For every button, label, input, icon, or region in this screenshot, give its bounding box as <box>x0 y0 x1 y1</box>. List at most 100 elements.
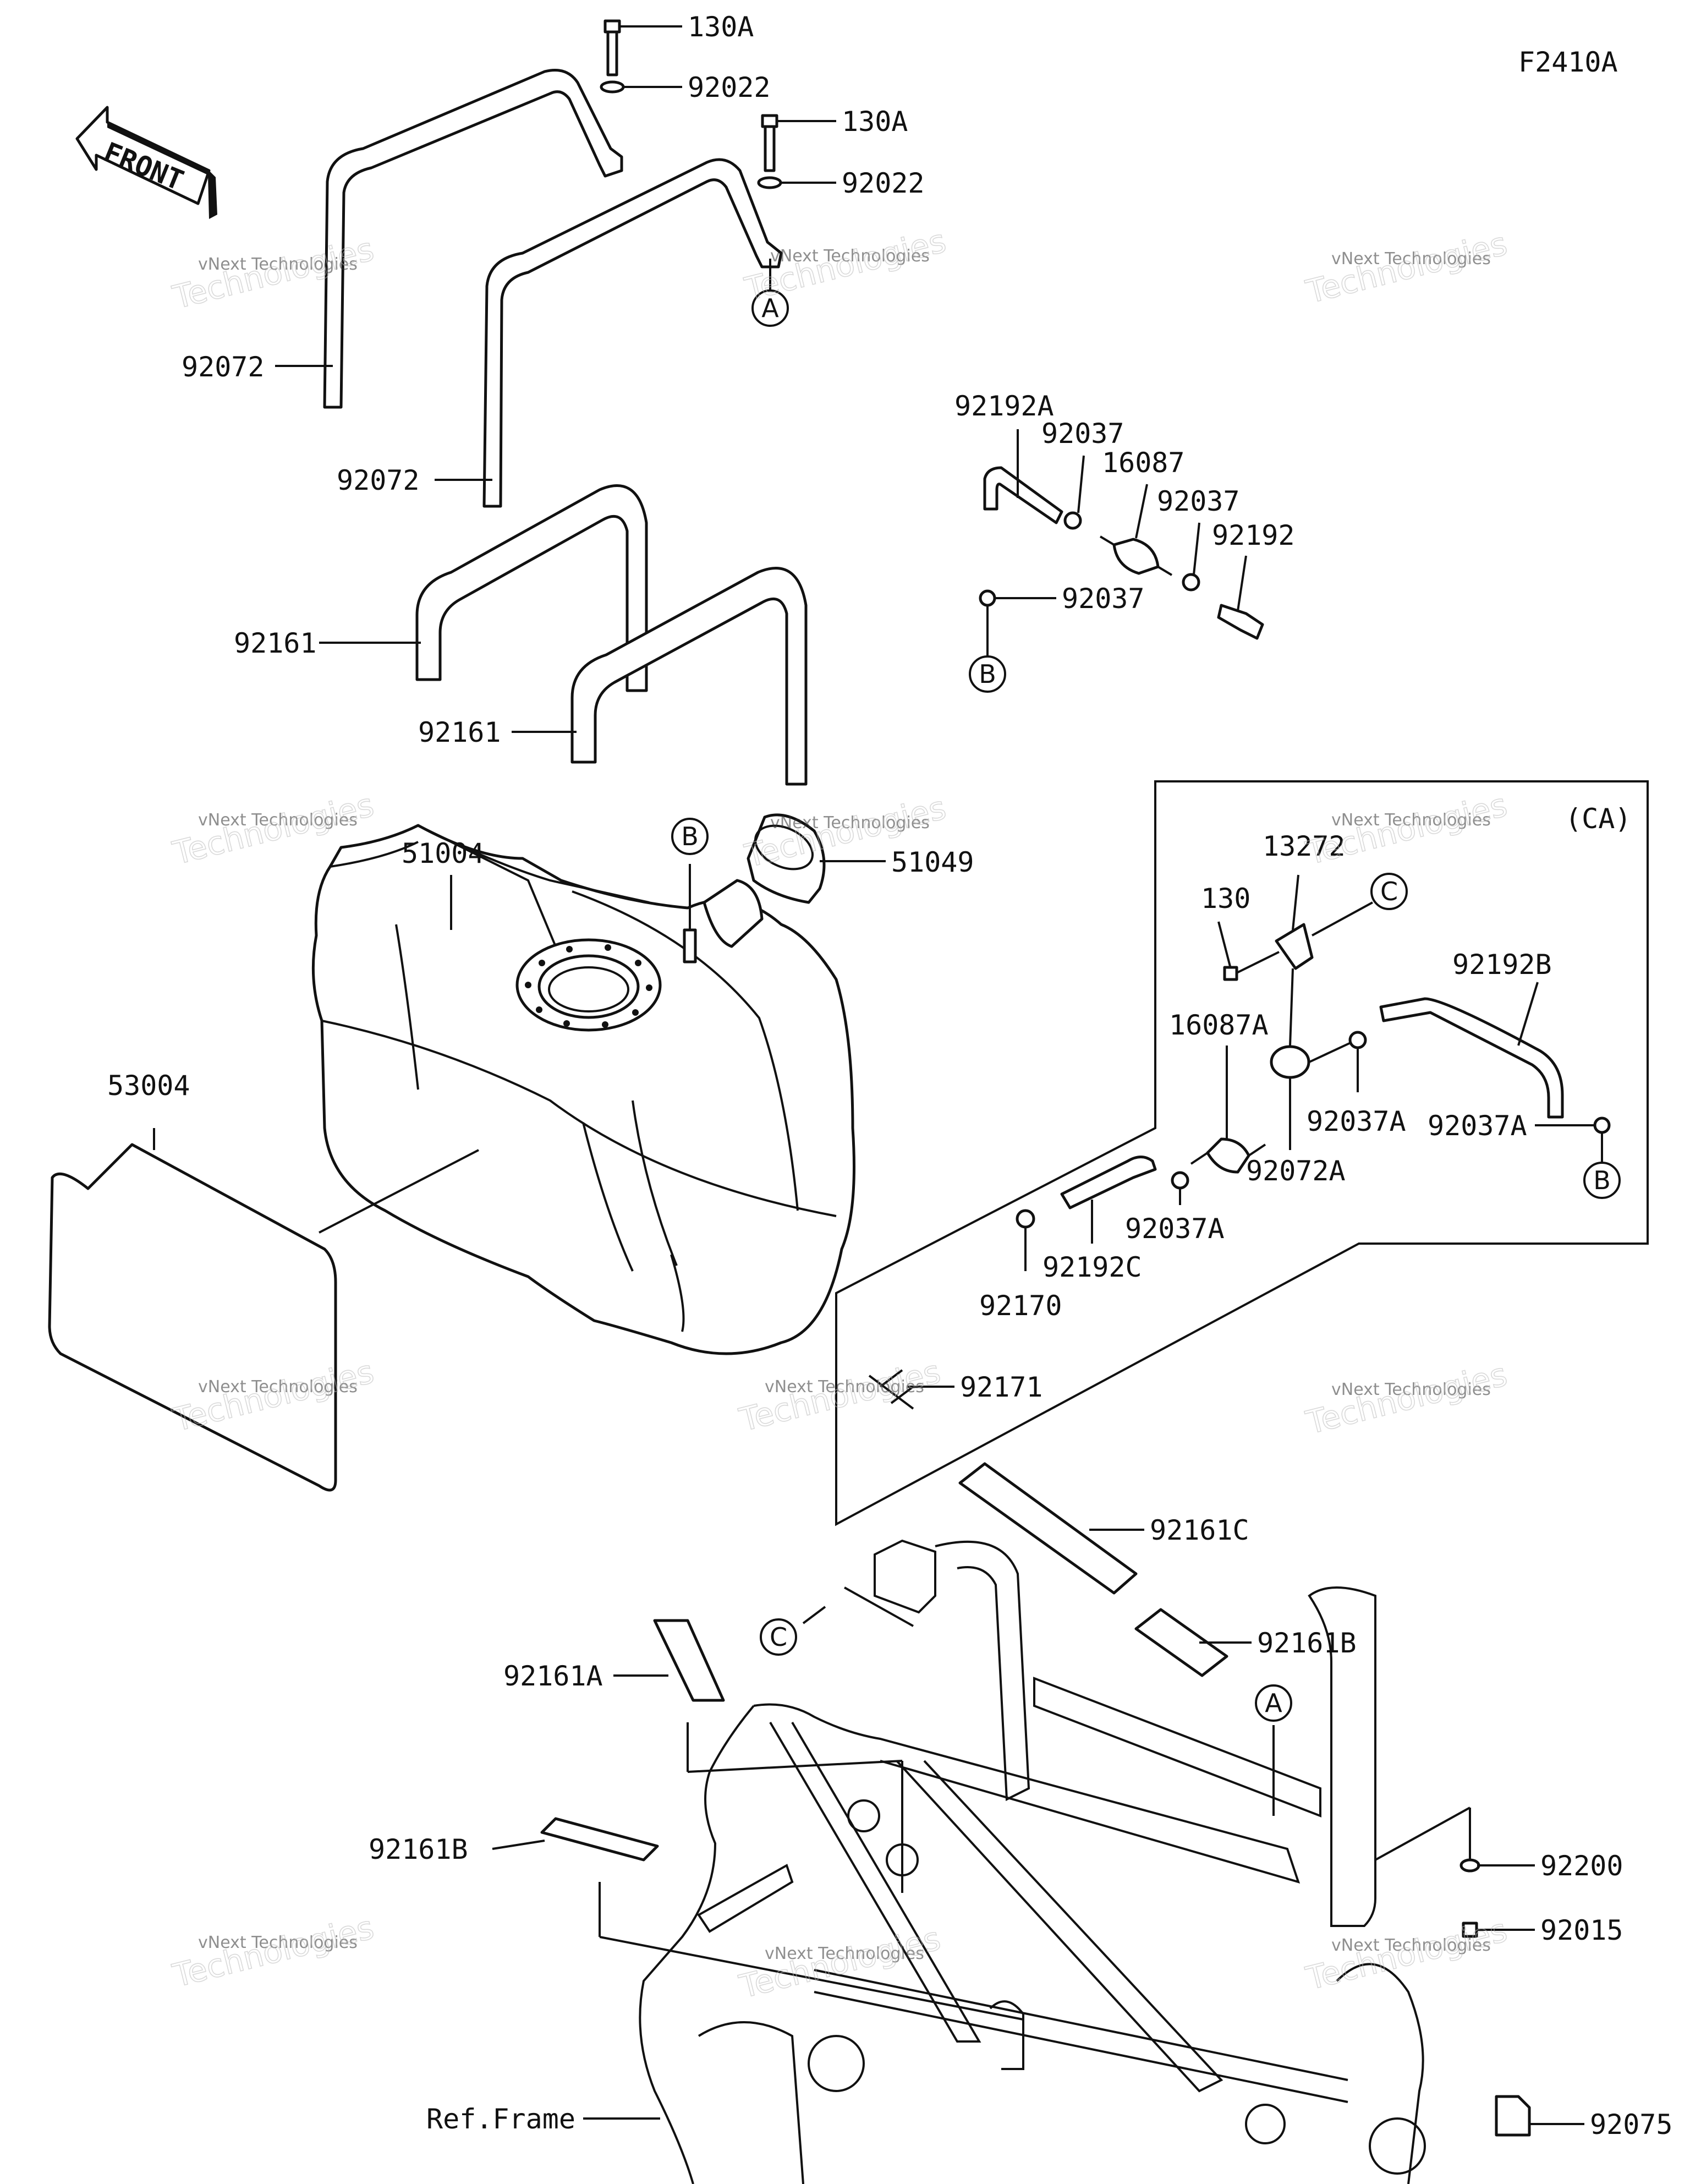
fuel-cap <box>747 813 826 904</box>
filter-holder-92072a <box>1270 1045 1310 1079</box>
washer-92022-right <box>757 176 782 189</box>
svg-text:vNext Technologies: vNext Technologies <box>1331 1936 1491 1955</box>
watermark: vNext Technologies Technologies <box>1302 1355 1511 1442</box>
label-hose-c: 92192C <box>1042 1251 1142 1283</box>
watermark: vNext Technologies Technologies <box>735 1353 945 1439</box>
label-clip-92171: 92171 <box>960 1371 1043 1403</box>
tank-band-rear <box>323 69 623 409</box>
ca-variant-box <box>835 780 1649 1526</box>
svg-text:vNext Technologies: vNext Technologies <box>765 1944 924 1963</box>
label-clamp-1: 92037 <box>1041 418 1124 450</box>
label-pad-b-right: 92161B <box>1257 1627 1357 1659</box>
svg-text:A: A <box>761 293 779 323</box>
watermark: vNext Technologies Technologies <box>1302 225 1511 311</box>
pad-92161a <box>653 1619 725 1702</box>
label-clamp-2: 92037 <box>1157 485 1240 517</box>
svg-text:Technologies: Technologies <box>1302 1355 1511 1441</box>
figure-code: F2410A <box>1518 46 1618 78</box>
clamp-92037a-2 <box>1593 1116 1611 1134</box>
watermark: vNext Technologies Technologies <box>740 222 950 309</box>
label-clamp-3: 92037 <box>1062 583 1145 615</box>
circle-ref-b-tank: B <box>671 818 709 855</box>
label-band-rear: 92072 <box>182 351 265 383</box>
bolt-130a-left <box>603 19 621 76</box>
part-labels: 130A 92022 130A 92022 92072 92072 92161 … <box>107 11 1673 2141</box>
label-cap: 51049 <box>891 846 974 878</box>
block-92075 <box>1495 2095 1531 2137</box>
circle-ref-a-frame: A <box>1255 1684 1292 1722</box>
svg-text:vNext Technologies: vNext Technologies <box>1331 811 1491 830</box>
circle-ref-b-ca: B <box>1583 1162 1621 1199</box>
svg-text:vNext Technologies: vNext Technologies <box>1331 249 1491 269</box>
svg-text:Technologies: Technologies <box>169 230 377 316</box>
label-block-92075: 92075 <box>1590 2109 1673 2141</box>
label-bracket: 13272 <box>1263 830 1346 862</box>
label-fitting: 92192 <box>1212 519 1295 551</box>
pad-92161b-right <box>1134 1608 1228 1677</box>
svg-text:vNext Technologies: vNext Technologies <box>765 1377 924 1397</box>
label-pad-front: 92161 <box>418 716 501 748</box>
pad-92161c <box>958 1462 1138 1595</box>
svg-text:vNext Technologies: vNext Technologies <box>198 1933 358 1952</box>
label-pad-b-left: 92161B <box>369 1833 468 1865</box>
label-band-front: 92072 <box>337 464 420 496</box>
bracket-13272 <box>1275 923 1314 970</box>
washer-92200 <box>1459 1858 1480 1873</box>
label-cover: 53004 <box>107 1070 190 1102</box>
label-tank: 51004 <box>402 838 485 869</box>
svg-text:vNext Technologies: vNext Technologies <box>770 247 930 266</box>
label-nut-92015: 92015 <box>1540 1914 1623 1946</box>
clamp-92037a-3 <box>1171 1171 1189 1190</box>
clamp-92037-a <box>1063 511 1082 530</box>
hose-92192b <box>1379 997 1564 1119</box>
pad-92161b-left <box>540 1817 659 1862</box>
label-washer-92022-left: 92022 <box>688 72 771 103</box>
svg-text:A: A <box>1265 1688 1282 1718</box>
label-holder: 92072A <box>1246 1155 1346 1187</box>
label-clamp-a3: 92037A <box>1125 1213 1225 1245</box>
label-filter-a: 16087A <box>1169 1009 1269 1041</box>
hose-92192a <box>983 466 1063 524</box>
svg-text:C: C <box>770 1622 787 1652</box>
label-bolt-130a-right: 130A <box>842 106 908 138</box>
tank-cover <box>48 1143 337 1492</box>
label-washer-92200: 92200 <box>1540 1850 1623 1882</box>
clamp-92037a-1 <box>1348 1031 1367 1049</box>
svg-text:Technologies: Technologies <box>1302 225 1511 310</box>
circle-ref-a-top: A <box>751 289 789 327</box>
svg-text:vNext Technologies: vNext Technologies <box>198 1377 358 1397</box>
svg-text:Technologies: Technologies <box>736 1919 944 2005</box>
fuel-filter-16087a <box>1190 1137 1266 1174</box>
svg-text:vNext Technologies: vNext Technologies <box>770 813 930 833</box>
label-clamp-a2: 92037A <box>1428 1110 1527 1142</box>
svg-text:vNext Technologies: vNext Technologies <box>1331 1380 1491 1399</box>
label-hose-a: 92192A <box>954 390 1054 422</box>
watermark: vNext Technologies Technologies <box>1302 1911 1511 1998</box>
label-ref-frame: Ref.Frame <box>426 2103 575 2135</box>
label-filter: 16087 <box>1102 447 1185 479</box>
label-clamp-92170: 92170 <box>979 1290 1062 1322</box>
label-washer-92022-right: 92022 <box>842 167 925 199</box>
washer-92022-left <box>600 80 625 94</box>
label-bolt-130: 130 <box>1201 883 1250 915</box>
svg-text:Technologies: Technologies <box>1302 1911 1511 1997</box>
label-pad-a: 92161A <box>503 1660 603 1692</box>
label-bolt-130a-left: 130A <box>688 11 754 43</box>
svg-text:B: B <box>979 659 996 689</box>
svg-text:Technologies: Technologies <box>741 222 950 308</box>
label-clamp-a1: 92037A <box>1307 1105 1406 1137</box>
tank-pad-front <box>570 567 808 786</box>
circle-ref-c-bracket: C <box>1370 873 1408 910</box>
bolt-130 <box>1223 966 1238 981</box>
bolt-130a-right <box>761 114 778 172</box>
label-variant-box: (CA) <box>1565 803 1631 835</box>
tank-band-front <box>482 158 783 508</box>
svg-text:B: B <box>681 822 699 851</box>
watermark: vNext Technologies Technologies <box>168 230 378 317</box>
clamp-92170 <box>1016 1209 1035 1229</box>
clamp-92037-b <box>1182 573 1200 592</box>
svg-text:B: B <box>1593 1165 1611 1195</box>
fuel-filter-16087 <box>1099 535 1173 576</box>
